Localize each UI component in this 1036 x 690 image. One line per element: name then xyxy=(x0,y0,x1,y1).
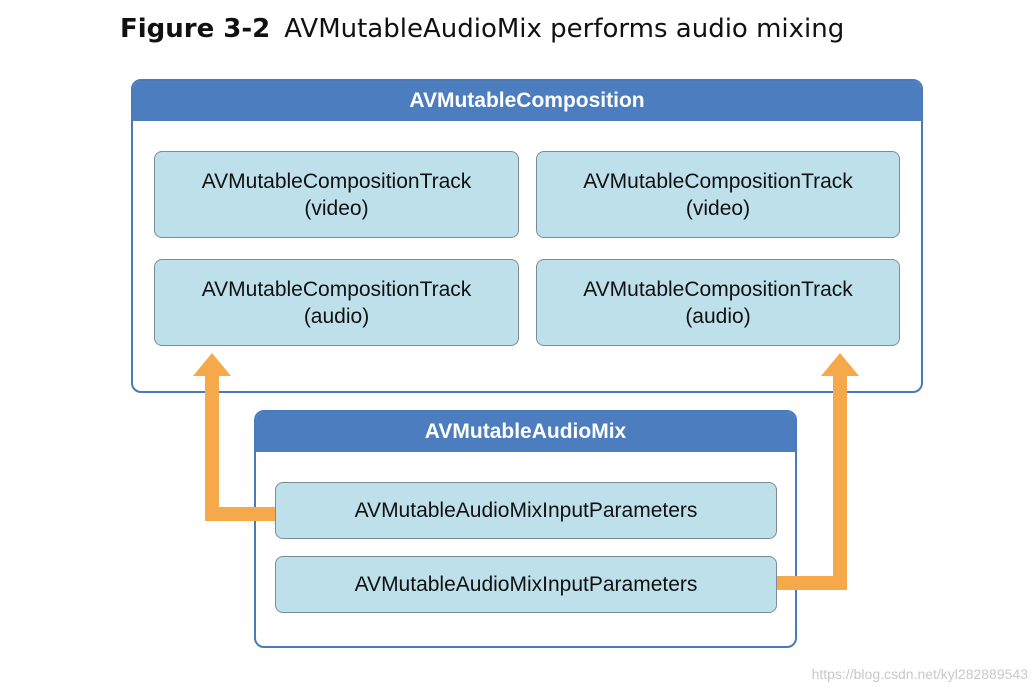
audio-mix-title: AVMutableAudioMix xyxy=(256,412,795,452)
track-kind: (audio) xyxy=(303,304,370,328)
composition-track-video-2: AVMutableCompositionTrack (video) xyxy=(536,151,900,238)
composition-track-audio-2: AVMutableCompositionTrack (audio) xyxy=(536,259,900,346)
figure-number: Figure 3-2 xyxy=(120,14,271,44)
track-name: AVMutableCompositionTrack xyxy=(201,277,472,301)
watermark: https://blog.csdn.net/kyl282889543 xyxy=(811,666,1028,682)
track-kind: (audio) xyxy=(685,304,751,328)
track-name: AVMutableCompositionTrack xyxy=(583,169,853,193)
figure-title: AVMutableAudioMix performs audio mixing xyxy=(284,14,845,44)
track-kind: (video) xyxy=(304,196,369,220)
audio-mix-input-parameters-2: AVMutableAudioMixInputParameters xyxy=(275,556,777,613)
figure-caption: Figure 3-2 AVMutableAudioMix performs aud… xyxy=(120,14,844,44)
composition-track-video-1: AVMutableCompositionTrack (video) xyxy=(154,151,519,238)
track-name: AVMutableCompositionTrack xyxy=(583,277,853,301)
composition-title: AVMutableComposition xyxy=(133,81,921,121)
audio-mix-input-parameters-1: AVMutableAudioMixInputParameters xyxy=(275,482,777,539)
track-kind: (video) xyxy=(685,196,751,220)
track-name: AVMutableCompositionTrack xyxy=(201,169,472,193)
composition-track-audio-1: AVMutableCompositionTrack (audio) xyxy=(154,259,519,346)
